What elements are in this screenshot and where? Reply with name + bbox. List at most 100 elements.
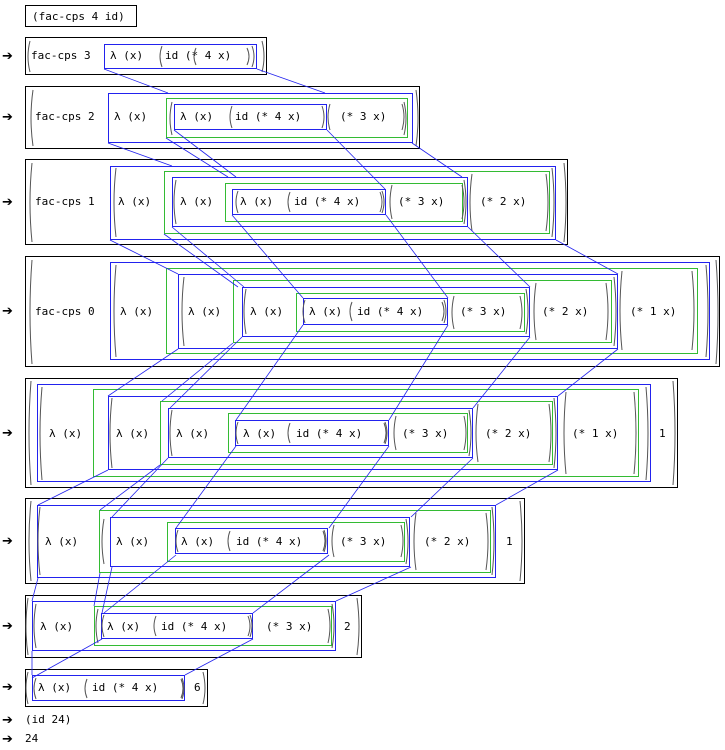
paren-58 (393, 415, 397, 451)
paren-81 (331, 603, 335, 649)
connector-line-4 (173, 129, 237, 178)
row6-lambda-inner-label: λ (x) (181, 535, 215, 548)
row5-lambda-3-label: λ (x) (176, 427, 210, 440)
paren-66 (37, 506, 41, 576)
row4-lambda-outer (110, 262, 710, 360)
row3-frame (25, 159, 568, 245)
paren-19 (463, 179, 467, 225)
row3-head: fac-cps 1 (35, 195, 95, 208)
connector-line-17 (235, 324, 304, 421)
paren-10 (229, 105, 233, 129)
connector-line-14 (107, 348, 179, 397)
row2-mul3: (* 3 x) (340, 110, 387, 123)
paren-51 (553, 397, 557, 469)
paren-14 (29, 162, 33, 243)
row6-body-2 (167, 522, 405, 562)
paren-7 (415, 89, 419, 147)
row1-head: fac-cps 3 (31, 49, 91, 62)
row7-mul3: (* 3 x) (266, 620, 313, 633)
connector-line-28 (31, 577, 39, 602)
paren-12 (327, 103, 331, 131)
paren-55 (384, 421, 388, 445)
row5-lambda-3 (168, 408, 473, 458)
connector-line-7 (109, 239, 179, 275)
paren-83 (327, 608, 331, 644)
connector-line-18 (388, 324, 449, 421)
paren-21 (381, 190, 385, 214)
paren-48 (39, 386, 43, 481)
row5-mul2: (* 2 x) (485, 427, 532, 440)
row5-mul1: (* 1 x) (572, 427, 619, 440)
row2-frame (25, 86, 420, 149)
paren-93 (180, 678, 184, 699)
row3-lambda-outer (110, 166, 556, 240)
row6-mul2: (* 2 x) (424, 535, 471, 548)
connector-line-6 (411, 142, 463, 178)
row4-mul3: (* 3 x) (460, 305, 507, 318)
row1-lambda-label: λ (x) (110, 49, 144, 62)
row4-frame (25, 256, 720, 367)
row1-lambda (104, 44, 257, 69)
connector-line-13 (555, 239, 619, 275)
row3-body (164, 171, 550, 234)
row5-body (93, 389, 639, 477)
connector-line-35 (31, 638, 103, 679)
row4-mul2: (* 2 x) (542, 305, 589, 318)
initial-expression-text: (fac-cps 4 id) (32, 10, 125, 23)
step-arrow-6: ➔ (2, 534, 13, 549)
connector-line-0 (103, 68, 169, 94)
paren-62 (563, 391, 567, 475)
row3-lambda-mid (172, 177, 468, 227)
row5-body-3 (228, 413, 468, 453)
row3-mul2: (* 2 x) (480, 195, 527, 208)
paren-86 (153, 615, 157, 637)
row6-lambda-outer-label: λ (x) (45, 535, 79, 548)
paren-31 (705, 264, 709, 358)
paren-74 (331, 524, 335, 558)
paren-11 (321, 105, 325, 129)
connector-line-10 (231, 214, 304, 299)
paren-75 (400, 524, 404, 558)
paren-71 (323, 529, 327, 553)
paren-85 (249, 614, 253, 638)
paren-25 (461, 184, 465, 220)
paren-87 (247, 615, 251, 637)
connector-line-12 (467, 226, 531, 288)
paren-70 (175, 529, 179, 553)
step-arrow-1: ➔ (2, 49, 13, 64)
paren-44 (619, 270, 623, 351)
connector-line-16 (169, 336, 243, 409)
paren-65 (519, 500, 523, 582)
paren-46 (28, 380, 32, 486)
row4-lambda-outer-label: λ (x) (120, 305, 154, 318)
paren-61 (548, 403, 552, 463)
row3-inner: id (* 4 x) (294, 195, 361, 208)
row4-inner: id (* 4 x) (357, 305, 424, 318)
connector-line-20 (557, 348, 619, 397)
paren-77 (485, 512, 489, 571)
paren-4 (193, 47, 197, 66)
row3-mul3: (* 3 x) (398, 195, 445, 208)
row9-text: (id 24) (25, 713, 72, 726)
row8-lambda (32, 675, 185, 701)
paren-26 (469, 173, 473, 232)
row4-lambda-3-label: λ (x) (250, 305, 284, 318)
paren-18 (173, 179, 177, 225)
paren-34 (243, 288, 247, 335)
connector-line-33 (335, 566, 412, 602)
paren-92 (84, 678, 88, 699)
row7-inner: id (* 4 x) (161, 620, 228, 633)
paren-76 (413, 512, 417, 571)
paren-64 (28, 500, 32, 582)
row2-body (166, 98, 408, 138)
row6-lambda-outer (37, 505, 496, 578)
row6-frame (25, 498, 525, 584)
row4-head: fac-cps 0 (35, 305, 95, 318)
row3-lambda-inner-label: λ (x) (240, 195, 274, 208)
row2-inner: id (* 4 x) (235, 110, 302, 123)
paren-82 (95, 608, 99, 644)
paren-22 (287, 191, 291, 213)
row1-frame (25, 37, 267, 75)
row10-text: 24 (25, 732, 39, 745)
